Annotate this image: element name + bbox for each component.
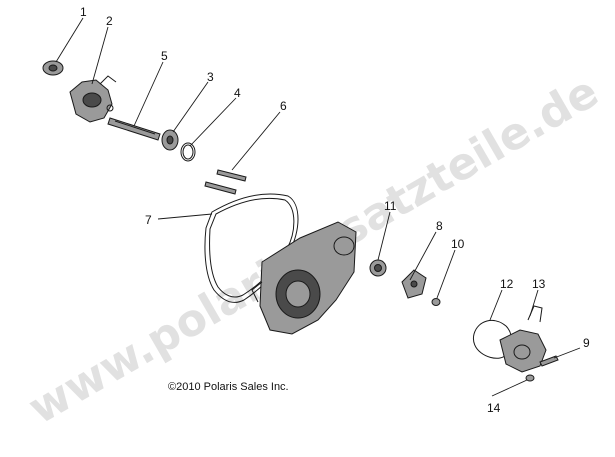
callout-5: 5 [161, 49, 168, 63]
callout-1: 1 [80, 5, 87, 19]
part-1-impeller [42, 60, 64, 76]
part-3-bearing [161, 129, 179, 151]
part-9-bolt [539, 355, 559, 367]
callout-6: 6 [280, 99, 287, 113]
callout-13: 13 [532, 277, 546, 291]
part-14-bolt [525, 374, 535, 382]
callout-8: 8 [436, 219, 443, 233]
part-10-nut [431, 298, 441, 306]
callout-11: 11 [384, 199, 397, 213]
callout-2: 2 [106, 14, 113, 28]
part-11-seal [369, 259, 387, 277]
copyright-text: ©2010 Polaris Sales Inc. [168, 381, 289, 393]
callout-14: 14 [487, 401, 501, 415]
part-6-pins [204, 169, 247, 195]
part-5-shaft [107, 117, 161, 141]
part-2-pump-housing [69, 75, 117, 123]
part-8-impeller [401, 269, 427, 299]
leader-lines [55, 17, 581, 397]
callout-numbers: 1 2 3 4 5 6 7 8 9 10 11 12 13 14 [80, 5, 590, 415]
part-13-pump-cover [499, 305, 547, 373]
callout-12: 12 [500, 277, 514, 291]
callout-9: 9 [583, 336, 590, 350]
part-4-snap-ring [180, 142, 196, 162]
callout-3: 3 [207, 70, 214, 84]
engine-case [251, 221, 357, 335]
callout-7: 7 [145, 213, 152, 227]
callout-10: 10 [451, 237, 465, 251]
callout-4: 4 [234, 86, 241, 100]
